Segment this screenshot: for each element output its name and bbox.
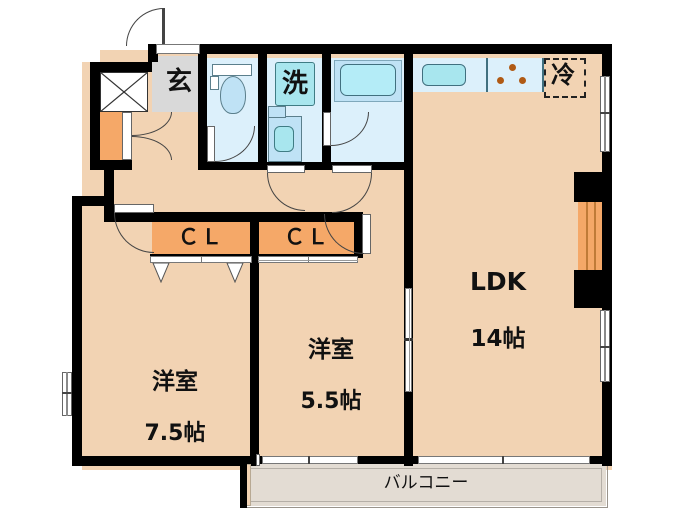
sliding-door-ldk-rail <box>409 288 410 392</box>
bathtub <box>340 64 396 96</box>
window-left-bedroom-rail <box>66 372 68 416</box>
closet-right-door-rail <box>258 260 358 261</box>
ldk-size: 14帖 <box>470 326 526 352</box>
washer-label: 洗 <box>281 69 308 99</box>
right-shaft-closet <box>578 198 602 274</box>
kitchen-divider-1 <box>486 58 488 92</box>
window-right-lower-split <box>600 346 610 348</box>
right-shaft-line-1 <box>586 198 588 274</box>
wall-left-jog <box>90 160 132 170</box>
window-right-upper-rail <box>604 76 606 152</box>
wall-hall-left-end <box>104 204 114 222</box>
bedroom-a-door-leaf[interactable] <box>114 204 154 213</box>
entrance-threshold <box>156 44 200 54</box>
toilet-bowl <box>220 76 246 114</box>
wall-left-upper <box>90 62 100 170</box>
closet-left-arrow-1-icon <box>152 263 170 283</box>
wall-right-bottom <box>602 298 612 466</box>
sliding-door-ldk-split <box>404 338 413 341</box>
bathroom-door-leaf[interactable] <box>323 112 331 146</box>
entry-closet <box>100 112 122 160</box>
closet-right-door-split <box>308 256 309 263</box>
window-right-upper-split <box>600 112 610 114</box>
bedroom-b-label: 洋室 5.5帖 <box>268 312 394 415</box>
refrigerator-label: 冷 <box>551 61 575 89</box>
ldk-label: LDK 14帖 <box>438 240 558 353</box>
closet-left-door-split <box>201 256 202 263</box>
shoe-box-cross-icon <box>100 72 148 112</box>
right-shaft-line-2 <box>594 198 596 274</box>
closet-left-label: ＣＬ <box>178 226 224 249</box>
window-balcony-bedroom-a[interactable] <box>256 454 260 466</box>
wall-top-left-stub <box>148 44 158 62</box>
wall-bottom-left <box>72 456 254 466</box>
toilet-handle <box>210 76 219 90</box>
window-balcony-bedroom-b[interactable] <box>262 456 358 464</box>
wall-top <box>148 44 612 54</box>
bedroom-b-size: 5.5帖 <box>300 389 362 415</box>
stove-burner-2 <box>497 77 504 84</box>
bedroom-b-name: 洋室 <box>308 336 354 363</box>
bedroom-a-label: 洋室 7.5帖 <box>112 344 238 447</box>
kitchen-sink-basin <box>422 64 466 86</box>
window-balcony-bedroom-b-split <box>308 456 310 464</box>
wall-left-jog2 <box>72 196 114 206</box>
bedroom-a-size: 7.5帖 <box>144 421 206 447</box>
stove-burner-1 <box>509 64 516 71</box>
wall-toilet-bottom <box>198 162 267 170</box>
wall-toilet-right <box>258 54 267 170</box>
stove-burner-3 <box>519 77 526 84</box>
bedroom-a-name: 洋室 <box>152 368 198 395</box>
washing-machine-space <box>275 62 315 106</box>
wall-left-seg <box>104 170 114 204</box>
outside-top-left-2 <box>0 0 148 48</box>
washbasin-step <box>268 106 286 118</box>
wall-closet-divider <box>250 212 259 264</box>
ldk-name: LDK <box>469 267 527 296</box>
window-balcony-ldk[interactable] <box>418 456 590 464</box>
hall-door-1-leaf[interactable] <box>267 165 305 173</box>
kitchen-divider-2 <box>542 58 544 92</box>
window-balcony-ldk-split <box>502 456 504 464</box>
wall-left-main <box>72 196 82 466</box>
balcony-left-wall <box>240 464 247 508</box>
balcony-area <box>246 464 606 506</box>
wall-right-mid <box>602 172 612 300</box>
balcony-label: バルコニー <box>383 473 469 493</box>
genkan-label: 玄 <box>165 67 192 97</box>
closet-right-label: ＣＬ <box>284 226 330 249</box>
closet-left <box>152 222 250 256</box>
wall-toilet-left <box>198 54 207 170</box>
wall-hall-bottom-left <box>114 212 256 222</box>
closet-left-arrow-2-icon <box>226 263 244 283</box>
toilet-tank <box>212 64 252 76</box>
wall-bath-right <box>404 54 413 170</box>
refrigerator-space <box>544 58 586 98</box>
genkan-tile <box>152 56 206 112</box>
wall-right-lower-jog <box>574 298 612 308</box>
wall-left-upper-top <box>90 62 152 72</box>
entry-closet-door-leaf[interactable] <box>122 112 132 160</box>
wall-between-bedrooms <box>250 258 259 466</box>
hall-door-2-leaf[interactable] <box>332 165 372 173</box>
toilet-door-leaf[interactable] <box>207 126 215 162</box>
window-left-bedroom-split <box>62 392 72 394</box>
washbasin-bowl <box>274 126 294 152</box>
wall-hall-bottom-right <box>256 212 362 222</box>
